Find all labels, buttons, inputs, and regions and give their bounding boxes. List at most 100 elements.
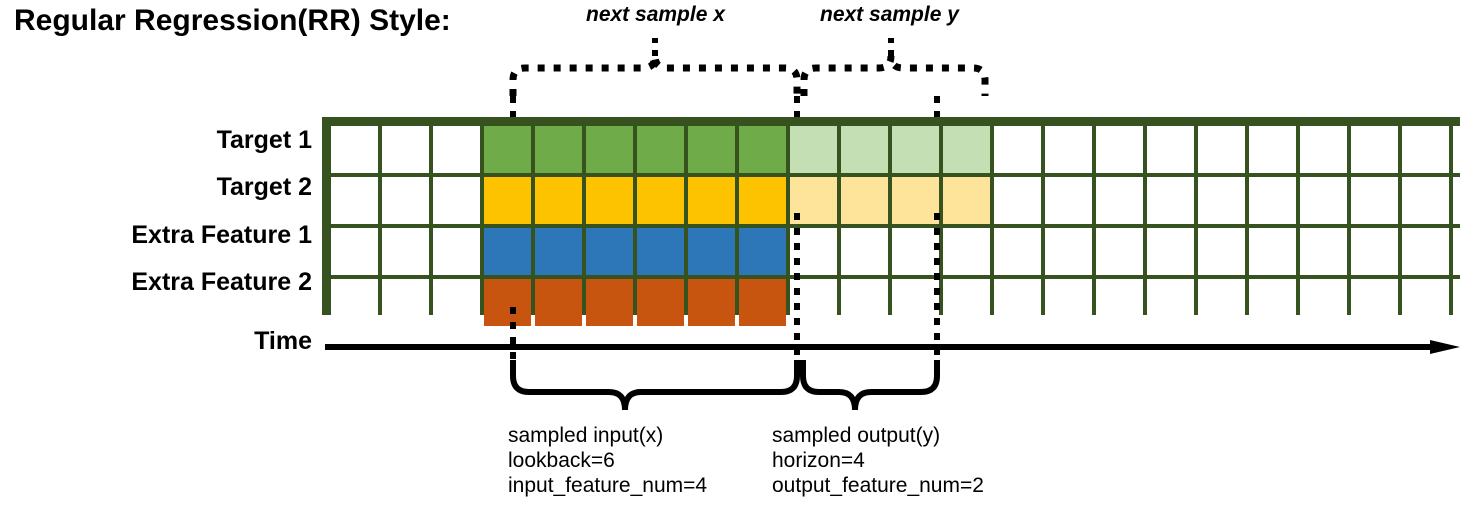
brace-next-sample-y <box>800 55 989 96</box>
grid-cell-target-2-14 <box>994 177 1041 224</box>
caption-sampled-output-title: sampled output(y) <box>772 424 941 447</box>
grid-cell-target-1-1 <box>331 126 378 173</box>
grid-cell-target-2-19 <box>1249 177 1296 224</box>
grid-cell-extra-feature-1-22 <box>1402 228 1449 275</box>
grid-cell-target-1-8 <box>688 126 735 173</box>
grid-cell-extra-feature-2-17 <box>1147 279 1194 326</box>
time-axis-arrow <box>325 340 1460 354</box>
grid-cell-target-1-9 <box>739 126 786 173</box>
grid-cell-target-1-7 <box>637 126 684 173</box>
grid-cell-extra-feature-2-2 <box>382 279 429 326</box>
grid-cell-target-2-21 <box>1351 177 1398 224</box>
grid-cell-extra-feature-2-12 <box>892 279 939 326</box>
grid-cell-extra-feature-2-14 <box>994 279 1041 326</box>
grid-cell-extra-feature-2-4 <box>484 279 531 326</box>
grid-cell-extra-feature-1-20 <box>1300 228 1347 275</box>
grid-cell-extra-feature-1-10 <box>790 228 837 275</box>
row-label-target-1: Target 1 <box>216 126 312 154</box>
grid-cell-target-1-21 <box>1351 126 1398 173</box>
grid-cell-extra-feature-2-1 <box>331 279 378 326</box>
axis-label-time: Time <box>254 327 312 355</box>
grid-cell-extra-feature-2-19 <box>1249 279 1296 326</box>
caption-sampled-output: sampled output(y) horizon=4 output_featu… <box>772 423 984 498</box>
callout-label-next-sample-x: next sample x <box>586 3 725 26</box>
caption-sampled-input-title: sampled input(x) <box>508 424 664 447</box>
grid-cell-extra-feature-2-6 <box>586 279 633 326</box>
grid-cell-extra-feature-2-21 <box>1351 279 1398 326</box>
grid-cell-extra-feature-1-15 <box>1045 228 1092 275</box>
grid-cell-extra-feature-1-16 <box>1096 228 1143 275</box>
brace-sampled-output <box>800 360 940 411</box>
grid-cell-extra-feature-1-1 <box>331 228 378 275</box>
grid-cell-extra-feature-2-18 <box>1198 279 1245 326</box>
grid-cell-target-1-3 <box>433 126 480 173</box>
grid-cell-extra-feature-2-9 <box>739 279 786 326</box>
row-label-extra-feature-2: Extra Feature 2 <box>131 268 312 296</box>
row-label-target-2: Target 2 <box>216 173 312 201</box>
grid-cell-extra-feature-1-17 <box>1147 228 1194 275</box>
grid-cell-target-2-7 <box>637 177 684 224</box>
grid-cell-target-2-22 <box>1402 177 1449 224</box>
grid-cell-target-1-15 <box>1045 126 1092 173</box>
caption-sampled-input-feature-num: input_feature_num=4 <box>508 474 708 497</box>
grid-cell-extra-feature-1-9 <box>739 228 786 275</box>
grid-cell-target-1-18 <box>1198 126 1245 173</box>
brace-sampled-input <box>510 360 800 411</box>
grid-cell-target-1-5 <box>535 126 582 173</box>
grid-cell-extra-feature-2-8 <box>688 279 735 326</box>
grid-cell-target-1-6 <box>586 126 633 173</box>
grid-cell-target-1-11 <box>841 126 888 173</box>
grid-cell-target-1-23 <box>1453 126 1476 173</box>
grid-cell-extra-feature-1-23 <box>1453 228 1476 275</box>
grid-cell-target-2-15 <box>1045 177 1092 224</box>
grid-cell-target-1-2 <box>382 126 429 173</box>
grid-cell-target-1-12 <box>892 126 939 173</box>
grid-cell-extra-feature-2-22 <box>1402 279 1449 326</box>
grid-cell-extra-feature-1-2 <box>382 228 429 275</box>
callout-label-next-sample-y: next sample y <box>820 3 959 26</box>
page-title: Regular Regression(RR) Style: <box>14 4 451 37</box>
grid-cell-target-2-13 <box>943 177 990 224</box>
grid-cell-target-1-16 <box>1096 126 1143 173</box>
grid-cell-extra-feature-1-3 <box>433 228 480 275</box>
grid-cell-target-2-11 <box>841 177 888 224</box>
grid-cell-extra-feature-2-20 <box>1300 279 1347 326</box>
grid-cell-extra-feature-1-7 <box>637 228 684 275</box>
grid-cell-target-2-4 <box>484 177 531 224</box>
grid-cell-extra-feature-1-11 <box>841 228 888 275</box>
grid-cell-target-2-8 <box>688 177 735 224</box>
grid-cell-target-1-13 <box>943 126 990 173</box>
grid-cell-target-1-22 <box>1402 126 1449 173</box>
grid-cell-target-2-2 <box>382 177 429 224</box>
grid-cell-extra-feature-1-18 <box>1198 228 1245 275</box>
row-label-extra-feature-1: Extra Feature 1 <box>131 221 312 249</box>
caption-sampled-input: sampled input(x) lookback=6 input_featur… <box>508 423 707 498</box>
grid-cell-extra-feature-2-3 <box>433 279 480 326</box>
grid-cell-extra-feature-1-8 <box>688 228 735 275</box>
grid-cell-extra-feature-2-7 <box>637 279 684 326</box>
grid-cell-target-2-12 <box>892 177 939 224</box>
grid-cell-target-2-10 <box>790 177 837 224</box>
grid-cell-target-1-14 <box>994 126 1041 173</box>
caption-sampled-input-lookback: lookback=6 <box>508 449 615 472</box>
grid-cell-extra-feature-2-16 <box>1096 279 1143 326</box>
grid-cell-target-2-20 <box>1300 177 1347 224</box>
grid-cell-target-2-6 <box>586 177 633 224</box>
grid-cell-extra-feature-1-21 <box>1351 228 1398 275</box>
row-label-group: Target 1 Target 2 Extra Feature 1 Extra … <box>0 117 312 307</box>
grid-cell-extra-feature-1-6 <box>586 228 633 275</box>
grid-cell-extra-feature-2-23 <box>1453 279 1476 326</box>
grid-cell-target-2-1 <box>331 177 378 224</box>
grid-cell-target-2-3 <box>433 177 480 224</box>
grid-cell-target-2-17 <box>1147 177 1194 224</box>
grid-cell-extra-feature-1-4 <box>484 228 531 275</box>
grid-cell-target-1-20 <box>1300 126 1347 173</box>
grid-cell-extra-feature-2-11 <box>841 279 888 326</box>
grid-cell-extra-feature-2-10 <box>790 279 837 326</box>
timeseries-grid <box>322 117 1476 326</box>
grid-cell-extra-feature-2-5 <box>535 279 582 326</box>
grid-cell-target-1-4 <box>484 126 531 173</box>
grid-cell-extra-feature-1-12 <box>892 228 939 275</box>
grid-cell-extra-feature-1-14 <box>994 228 1041 275</box>
grid-cell-extra-feature-1-13 <box>943 228 990 275</box>
